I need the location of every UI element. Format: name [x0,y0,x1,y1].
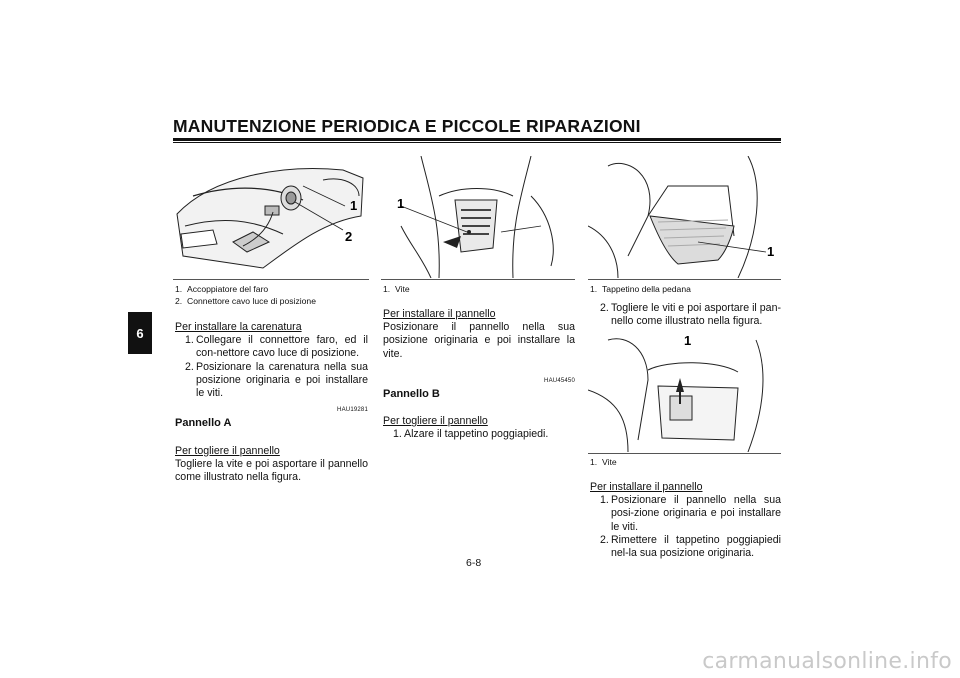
remove-text: Togliere la vite e poi asportare il pann… [175,457,368,484]
caption-item: 1.Vite [383,284,410,294]
title-rule [173,138,781,141]
figure-panel-b-screws: 1 [588,330,781,452]
remove-heading: Per togliere il pannello [383,415,488,428]
figure-headlight-connectors: 1 2 [173,156,369,278]
list-item: 1.Alzare il tappetino poggiapiedi. [393,428,549,441]
page-number: 6-8 [466,557,482,569]
install-heading: Per installare la carenatura [175,321,302,333]
list-item: 2.Rimettere il tappetino poggiapiedi nel… [600,533,781,560]
section-title: Pannello A [175,417,232,430]
callout-1: 1 [397,196,404,211]
callout-1: 1 [350,198,357,213]
caption-item: 1.Tappetino della pedana [590,284,691,294]
col1-text: Per installare la carenatura 1.Collegare… [175,321,368,484]
caption-rule [588,453,781,454]
col3-steps-a: 2.Togliere le viti e poi asportare il pa… [590,302,781,328]
caption-rule [381,279,575,280]
figure-captions: 1.Accoppiatore del faro 2.Connettore cav… [175,283,316,307]
page-title: MANUTENZIONE PERIODICA E PICCOLE RIPARAZ… [173,116,641,136]
caption-rule [173,279,369,280]
figure-captions: 1.Tappetino della pedana [590,283,691,295]
col2-text: Per installare il pannello Posizionare i… [383,308,575,442]
figure-captions: 1.Vite [590,456,617,468]
ref-code: HAU19281 [337,407,368,414]
figure-captions: 1.Vite [383,283,410,295]
install-heading: Per installare il pannello [590,481,703,493]
chapter-tab: 6 [128,312,152,354]
section-title: Pannello B [383,388,440,401]
callout-1: 1 [684,333,691,348]
install-text: Posizionare il pannello nella sua posizi… [383,321,575,360]
caption-rule [588,279,781,280]
callout-1: 1 [767,244,774,259]
list-item: 1.Collegare il connettore faro, ed il co… [185,334,368,360]
title-rule-thin [173,142,781,143]
list-item: 1.Posizionare il pannello nella sua posi… [600,494,781,533]
remove-heading: Per togliere il pannello [175,444,280,457]
callout-2: 2 [345,229,352,244]
figure-panel-a-screw: 1 [381,156,575,278]
col3-install: Per installare il pannello 1.Posizionare… [590,481,781,560]
figure-floor-mat: 1 [588,156,781,278]
caption-item: 1.Accoppiatore del faro [175,284,269,294]
caption-item: 1.Vite [590,457,617,467]
ref-code: HAU45450 [544,377,575,384]
list-item: 2.Posizionare la carenatura nella sua po… [185,360,368,400]
install-heading: Per installare il pannello [383,308,496,320]
list-item: 2.Togliere le viti e poi asportare il pa… [600,302,781,328]
caption-item: 2.Connettore cavo luce di posizione [175,296,316,306]
watermark-link[interactable]: carmanualsonline.info [702,649,952,674]
